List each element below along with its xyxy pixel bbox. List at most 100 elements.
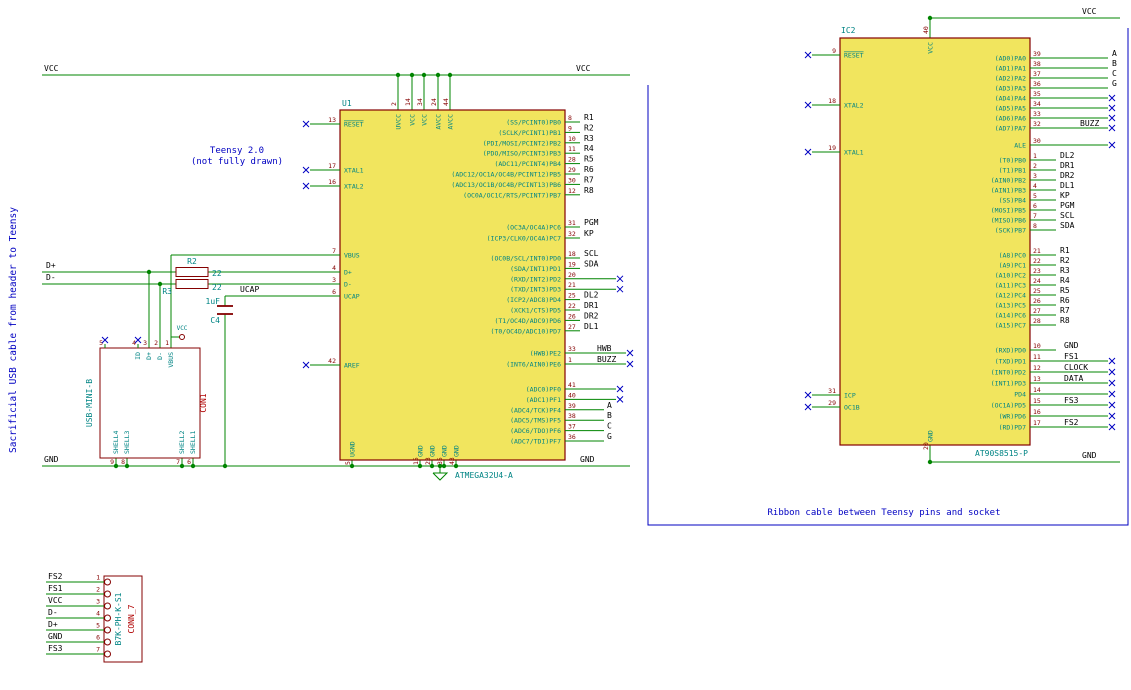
net-label-DL1: DL1 — [584, 322, 599, 331]
pin-name: (ICP3/CLK0/OC4A)PC7 — [487, 235, 561, 243]
no-connect-marker — [1108, 390, 1116, 398]
pin-name: (AD7)PA7 — [995, 125, 1026, 133]
junction-dot — [395, 72, 401, 78]
pin-number: 29 — [828, 399, 836, 407]
pin-name: (AIN0)PB2 — [991, 177, 1026, 185]
net-label-R5: R5 — [1060, 286, 1070, 295]
no-connect-marker — [626, 349, 634, 357]
pin-name: GND — [453, 445, 461, 457]
net-label-R7: R7 — [1060, 306, 1070, 315]
pin-number: 24 — [1033, 277, 1041, 285]
pin-number: 15 — [1033, 397, 1041, 405]
pin-name: (AIN1)PB3 — [991, 187, 1026, 195]
note-usb-cable-vertical: Sacrificial USB cable from header to Tee… — [8, 207, 19, 453]
net-label-vcc-right: VCC — [576, 64, 591, 73]
no-connect-marker — [804, 101, 812, 109]
pin-name: (AD6)PA6 — [995, 115, 1026, 123]
no-connect-marker — [302, 361, 310, 369]
no-connect-marker — [616, 275, 624, 283]
pin-number: 15 — [412, 457, 420, 465]
c4-value: 1uF — [206, 297, 221, 306]
net-label-ic2-vcc: VCC — [1082, 7, 1097, 16]
pin-name: (OC1A)PD5 — [991, 402, 1026, 410]
pin-name: D+ — [145, 352, 153, 360]
pin-number: 21 — [1033, 247, 1041, 255]
pin-name: (PDI/MOSI/PCINT2)PB2 — [483, 139, 561, 147]
con1-value: USB-MINI-B — [85, 379, 94, 427]
junction-dot — [453, 463, 459, 469]
no-connect-marker — [1108, 357, 1116, 365]
pin-number: 9 — [110, 458, 114, 466]
pin-number: 44 — [442, 98, 450, 106]
net-label-R8: R8 — [1060, 316, 1070, 325]
pin-name: (ADC1)PF1 — [526, 396, 561, 404]
note-ribbon-cable: Ribbon cable between Teensy pins and soc… — [768, 508, 1001, 518]
pin-number: 17 — [1033, 419, 1041, 427]
r2-ref: R2 — [187, 257, 197, 266]
pin-number: 35 — [436, 457, 444, 465]
net-label-DL2: DL2 — [584, 291, 599, 300]
pin-number: 30 — [568, 176, 576, 184]
pin-number: 34 — [1033, 100, 1041, 108]
dplus-dminus-wires — [42, 271, 310, 348]
no-connect-marker — [1108, 379, 1116, 387]
net-label-SCL: SCL — [584, 249, 599, 258]
junction-dot — [927, 459, 933, 465]
pin-name: VBUS — [167, 352, 175, 368]
pin-name: (T0)PB0 — [999, 157, 1026, 165]
pin-name: (AD1)PA1 — [995, 65, 1026, 73]
net-label-PGM: PGM — [1060, 201, 1075, 210]
pin-number: 28 — [568, 156, 576, 164]
pin-number: 31 — [828, 387, 836, 395]
pin-number: 17 — [328, 162, 336, 170]
pin-number: 6 — [96, 634, 100, 642]
net-label-DL2: DL2 — [1060, 151, 1075, 160]
pin-number: 36 — [568, 433, 576, 441]
pin-name: AVCC — [435, 114, 443, 130]
pad-circle — [104, 626, 111, 634]
pin-name: (RXD)PD0 — [995, 347, 1026, 355]
net-label-A: A — [1112, 49, 1117, 58]
pin-name: (ADC11/PCINT4)PB4 — [494, 160, 561, 168]
pin-name: (A8)PC0 — [999, 252, 1026, 260]
pin-name: (OC0A/OC1C/RTS/PCINT7)PB7 — [463, 191, 561, 199]
ribbon-cable-boundary — [647, 28, 1129, 526]
pin-number: 27 — [568, 323, 576, 331]
net-label-R6: R6 — [1060, 296, 1070, 305]
junction-dot — [429, 463, 435, 469]
pin-name: (ADC13/OC1B/OC4B/PCINT13)PB6 — [451, 181, 561, 189]
pin-name: (ICP2/ADC8)PD4 — [506, 296, 561, 304]
pin-name: D+ — [344, 269, 352, 277]
pin-number: 6 — [332, 288, 336, 296]
pin-number: 12 — [1033, 364, 1041, 372]
pin-number: 11 — [1033, 353, 1041, 361]
pin-name: VCC — [409, 114, 417, 126]
no-connect-marker — [1108, 412, 1116, 420]
net-label-C: C — [607, 422, 612, 431]
net-label-C: C — [1112, 69, 1117, 78]
conn7-ref: CONN_7 — [127, 604, 136, 633]
pin-name: (HWB)PE2 — [530, 350, 561, 358]
pin-number: 6 — [1033, 202, 1037, 210]
net-label-HWB: HWB — [597, 344, 612, 353]
vcc-rail — [42, 74, 630, 110]
no-connect-marker — [616, 396, 624, 403]
net-label-R7: R7 — [584, 175, 594, 184]
net-label-DR2: DR2 — [1060, 171, 1075, 180]
pin-number: 8 — [121, 458, 125, 466]
pin-name: (TXD/INT3)PD3 — [510, 286, 561, 294]
pin-number: 14 — [404, 98, 412, 106]
ic2-power-wires — [929, 17, 1120, 463]
pin-name: AVCC — [447, 114, 455, 130]
gnd-rail — [42, 460, 630, 481]
pin-number: 4 — [1033, 182, 1037, 190]
net-label-SCL: SCL — [1060, 211, 1075, 220]
no-connect-marker — [1108, 401, 1116, 409]
no-connect-marker — [302, 182, 310, 190]
junction-dot — [417, 463, 423, 469]
pin-number: 29 — [568, 166, 576, 174]
no-connect-marker — [1108, 124, 1116, 132]
pin-number: 23 — [424, 457, 432, 465]
pin-number: 21 — [568, 281, 576, 289]
pin-number: 4 — [332, 264, 336, 272]
